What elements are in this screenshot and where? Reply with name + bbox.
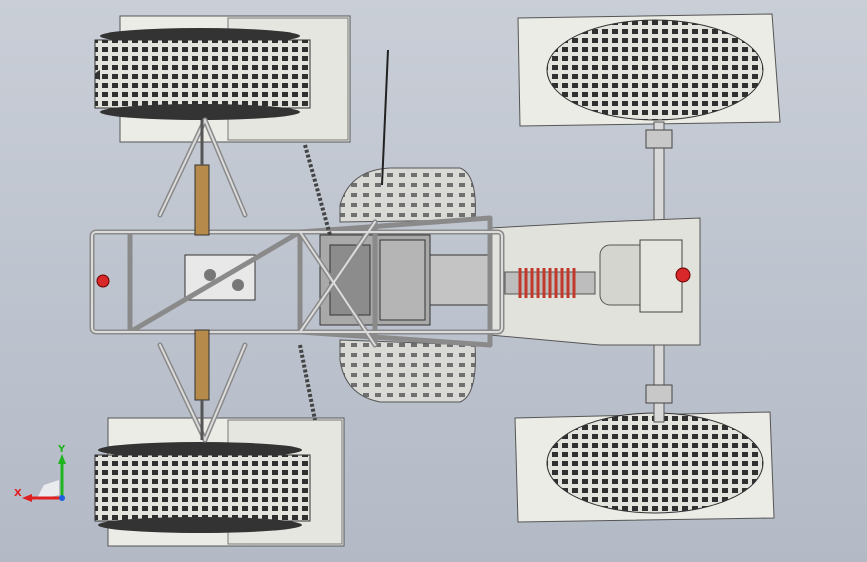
front-shock-left[interactable]: [194, 120, 210, 236]
front-right-wheel[interactable]: [94, 417, 345, 547]
front-shock-right[interactable]: [194, 329, 210, 440]
y-axis-arrow: [58, 454, 66, 464]
drive-chain-top: [303, 144, 332, 236]
front-left-wheel[interactable]: [94, 15, 351, 143]
engine-block[interactable]: [319, 234, 491, 326]
z-axis-dot: [59, 495, 65, 501]
x-axis-arrow: [22, 494, 32, 502]
foot-plate-top[interactable]: [339, 167, 476, 223]
rear-left-wheel[interactable]: [517, 13, 781, 127]
tow-hook[interactable]: [96, 274, 110, 288]
rear-shock-spring[interactable]: [504, 268, 596, 298]
x-axis-label: X: [14, 488, 22, 499]
y-axis-label: Y: [57, 444, 66, 455]
rear-right-wheel[interactable]: [514, 411, 775, 523]
foot-plate-bottom[interactable]: [339, 339, 476, 403]
drive-chain-bottom: [298, 344, 317, 421]
orientation-triad[interactable]: Y X: [14, 440, 74, 510]
